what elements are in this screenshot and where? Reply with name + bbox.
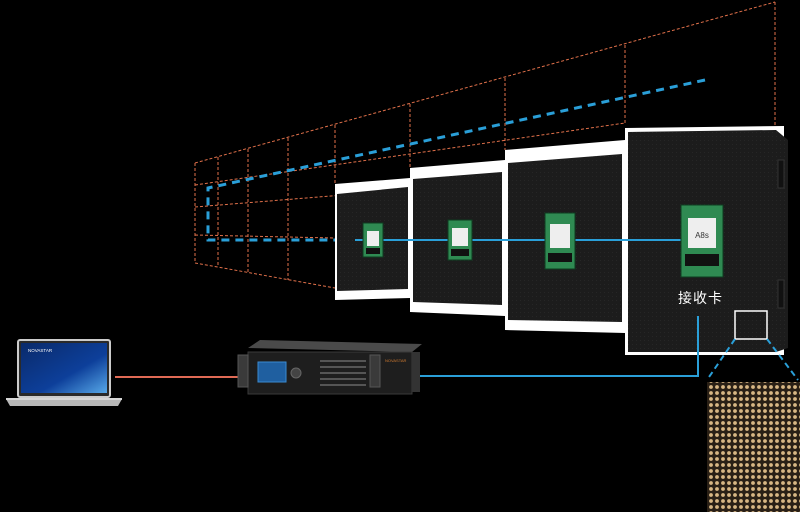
receiving-card-2 xyxy=(447,219,473,261)
card-badge-text: A8s xyxy=(695,231,709,240)
video-controller: NOVASTAR xyxy=(237,340,422,395)
laptop-brand: NOVASTAR xyxy=(28,348,53,353)
zoom-callout xyxy=(706,310,799,381)
led-module-closeup xyxy=(707,382,800,512)
receiving-card-3 xyxy=(544,212,576,270)
virtual-signal-path xyxy=(206,78,706,242)
laptop: NOVASTAR xyxy=(6,339,122,406)
receiving-card-4: A8s xyxy=(680,204,724,278)
controller-brand: NOVASTAR xyxy=(385,358,407,363)
receiving-card-label: 接收卡 xyxy=(678,291,723,307)
receiving-card-1 xyxy=(362,222,384,258)
signal-cable xyxy=(355,239,700,377)
